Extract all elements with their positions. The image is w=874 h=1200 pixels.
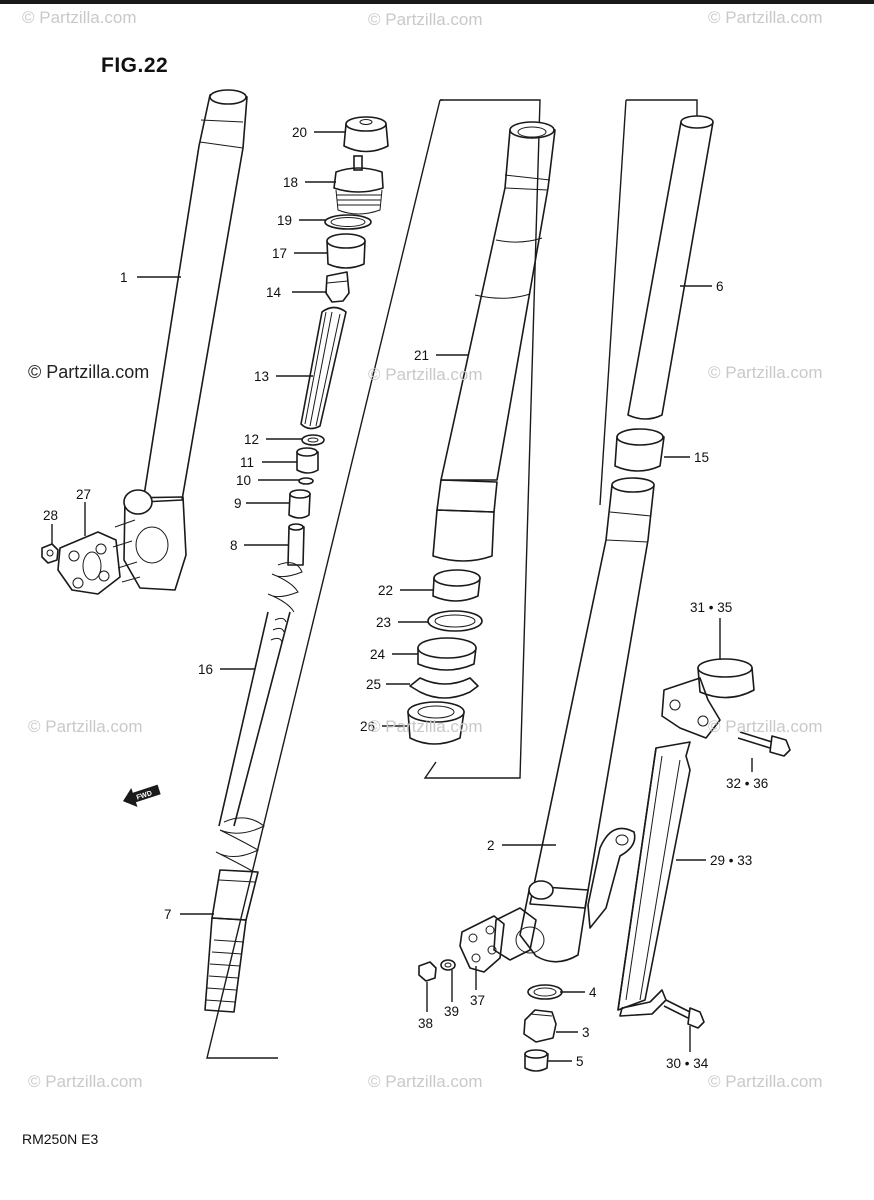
callout-11: 11 bbox=[240, 455, 254, 470]
part-13-piston-rod bbox=[300, 306, 347, 430]
callout-10: 10 bbox=[236, 473, 251, 488]
part-38-nut bbox=[418, 961, 437, 982]
part-32-36-bolt bbox=[737, 731, 791, 757]
assembly-outline-left bbox=[206, 99, 443, 1059]
callout-15: 15 bbox=[694, 450, 709, 465]
callout-32-36: 32 • 36 bbox=[726, 776, 768, 791]
watermark: © Partzilla.com bbox=[28, 1072, 143, 1091]
part-7-cylinder bbox=[204, 817, 265, 1013]
part-19-o-ring bbox=[324, 214, 372, 230]
part-6-inner-tube bbox=[627, 115, 714, 420]
callout-31-35: 31 • 35 bbox=[690, 600, 732, 615]
watermark: © Partzilla.com bbox=[22, 8, 137, 27]
part-18-cap-bolt bbox=[333, 155, 384, 215]
callout-20: 20 bbox=[292, 125, 307, 140]
part-26-dust-seal bbox=[407, 701, 465, 745]
fwd-label: FWD bbox=[136, 790, 153, 802]
callout-19: 19 bbox=[277, 213, 292, 228]
assembly-outline-right bbox=[599, 99, 698, 506]
part-28-axle-holder-nut bbox=[41, 543, 59, 564]
part-8-cylinder-top bbox=[287, 523, 305, 566]
watermark: © Partzilla.com bbox=[368, 365, 483, 384]
part-1-outer-tube-left bbox=[112, 89, 248, 591]
part-31-35-fork-guard-clamp bbox=[661, 658, 755, 739]
part-5-plug bbox=[524, 1049, 549, 1072]
callout-9: 9 bbox=[234, 496, 242, 511]
part-3-bolt bbox=[523, 1009, 557, 1043]
part-17-spacer bbox=[326, 233, 366, 269]
callout-24: 24 bbox=[370, 647, 386, 662]
callout-27: 27 bbox=[76, 487, 91, 502]
watermark: © Partzilla.com bbox=[708, 363, 823, 382]
part-15-slide-bushing bbox=[614, 428, 665, 472]
callout-38: 38 bbox=[418, 1016, 433, 1031]
callout-5: 5 bbox=[576, 1054, 584, 1069]
callout-26: 26 bbox=[360, 719, 375, 734]
top-border bbox=[0, 0, 874, 4]
callout-16: 16 bbox=[198, 662, 213, 677]
callout-12: 12 bbox=[244, 432, 259, 447]
callout-39: 39 bbox=[444, 1004, 459, 1019]
part-29-33-fork-guard bbox=[617, 741, 691, 1017]
part-24-guide-metal bbox=[417, 637, 477, 671]
model-code: RM250N E3 bbox=[22, 1131, 99, 1147]
part-30-34-bolt bbox=[663, 999, 705, 1029]
figure-title: FIG.22 bbox=[101, 54, 169, 77]
callout-29-33: 29 • 33 bbox=[710, 853, 752, 868]
watermark: © Partzilla.com bbox=[368, 717, 483, 736]
watermark: © Partzilla.com bbox=[708, 8, 823, 27]
part-11-bushing bbox=[296, 447, 319, 474]
part-37-axle-holder bbox=[459, 915, 505, 973]
part-9-collar bbox=[288, 489, 311, 519]
callout-18: 18 bbox=[283, 175, 298, 190]
callout-17: 17 bbox=[272, 246, 287, 261]
part-25-stopper-ring bbox=[409, 677, 479, 699]
part-39-washer bbox=[440, 959, 456, 971]
callout-23: 23 bbox=[376, 615, 391, 630]
callout-25: 25 bbox=[366, 677, 381, 692]
callout-21: 21 bbox=[414, 348, 429, 363]
part-21-outer-tube bbox=[432, 121, 556, 562]
callout-3: 3 bbox=[582, 1025, 590, 1040]
callout-13: 13 bbox=[254, 369, 269, 384]
watermark: © Partzilla.com bbox=[708, 717, 823, 736]
watermark: © Partzilla.com bbox=[28, 362, 150, 382]
callout-2: 2 bbox=[487, 838, 495, 853]
watermark: © Partzilla.com bbox=[708, 1072, 823, 1091]
part-10-ring bbox=[298, 477, 314, 485]
callout-28: 28 bbox=[43, 508, 58, 523]
part-22-oil-seal bbox=[432, 569, 481, 602]
callout-4: 4 bbox=[589, 985, 597, 1000]
callout-8: 8 bbox=[230, 538, 238, 553]
callout-6: 6 bbox=[716, 279, 724, 294]
watermark: © Partzilla.com bbox=[368, 10, 483, 29]
assembly-outline-center bbox=[423, 99, 541, 779]
part-16-spring bbox=[218, 562, 303, 827]
callout-14: 14 bbox=[266, 285, 282, 300]
part-2-outer-tube-right bbox=[493, 477, 655, 963]
watermark: © Partzilla.com bbox=[28, 717, 143, 736]
part-20-cap bbox=[343, 116, 389, 153]
callout-7: 7 bbox=[164, 907, 172, 922]
part-4-gasket bbox=[527, 984, 563, 1000]
callout-labels: 1 2 3 4 5 6 7 8 9 10 11 12 13 14 15 16 1… bbox=[43, 125, 768, 1071]
callout-30-34: 30 • 34 bbox=[666, 1056, 709, 1071]
callout-22: 22 bbox=[378, 583, 393, 598]
leader-lines bbox=[51, 131, 753, 1062]
watermark: © Partzilla.com bbox=[368, 1072, 483, 1091]
callout-37: 37 bbox=[470, 993, 485, 1008]
part-23-washer bbox=[427, 610, 483, 632]
fwd-arrow-icon: FWD bbox=[122, 784, 161, 807]
part-12-washer bbox=[301, 434, 325, 446]
callout-1: 1 bbox=[120, 270, 128, 285]
part-27-axle-holder bbox=[57, 531, 121, 595]
part-14-lock-nut bbox=[325, 271, 350, 303]
